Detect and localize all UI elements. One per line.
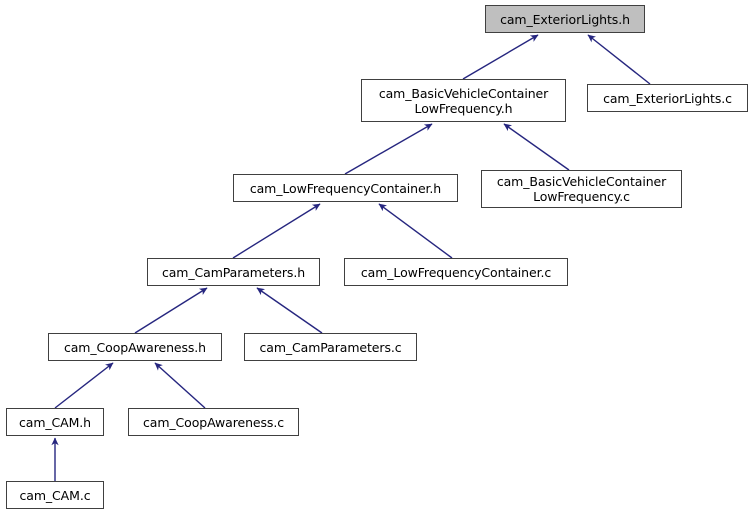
graph-node-label: cam_LowFrequencyContainer.c: [360, 264, 552, 280]
graph-edge-cam_h-to-coopawareness_h: [54, 362, 114, 409]
graph-node-label: cam_ExteriorLights.c: [603, 90, 732, 106]
graph-node-cam_c[interactable]: cam_CAM.c: [6, 481, 104, 509]
graph-node-coopawareness_h[interactable]: cam_CoopAwareness.h: [48, 333, 222, 361]
graph-edge-lfc_c-to-lfc_h: [378, 203, 453, 259]
graph-edge-coopawareness_h-to-camparams_h: [134, 287, 208, 334]
graph-edge-coopawareness_c-to-coopawareness_h: [154, 362, 206, 409]
graph-edge-camparams_h-to-lfc_h: [232, 203, 321, 259]
graph-node-label: cam_ExteriorLights.h: [500, 11, 630, 27]
graph-node-lfc_c[interactable]: cam_LowFrequencyContainer.c: [344, 258, 568, 286]
graph-node-exteriorlights_c[interactable]: cam_ExteriorLights.c: [587, 84, 748, 112]
graph-edge-camparams_c-to-camparams_h: [256, 287, 323, 334]
graph-node-label: cam_LowFrequencyContainer.h: [249, 180, 442, 196]
graph-node-label: cam_BasicVehicleContainer LowFrequency.c: [496, 174, 667, 204]
graph-node-lfc_h[interactable]: cam_LowFrequencyContainer.h: [233, 174, 458, 202]
graph-node-label: cam_CamParameters.c: [259, 339, 402, 355]
graph-node-camparams_h[interactable]: cam_CamParameters.h: [147, 258, 320, 286]
graph-node-label: cam_CamParameters.h: [161, 264, 306, 280]
graph-node-label: cam_CoopAwareness.c: [143, 414, 284, 430]
graph-node-cam_h[interactable]: cam_CAM.h: [6, 408, 104, 436]
graph-edge-bvclf_h-to-exteriorlights_h: [462, 34, 539, 80]
graph-node-coopawareness_c[interactable]: cam_CoopAwareness.c: [128, 408, 299, 436]
graph-node-label: cam_BasicVehicleContainer LowFrequency.h: [378, 85, 549, 116]
graph-edge-exteriorlights_c-to-exteriorlights_h: [587, 34, 651, 85]
graph-edge-bvclf_c-to-bvclf_h: [503, 123, 570, 171]
graph-node-bvclf_c[interactable]: cam_BasicVehicleContainer LowFrequency.c: [481, 170, 682, 208]
graph-node-label: cam_CoopAwareness.h: [63, 339, 207, 355]
graph-node-bvclf_h[interactable]: cam_BasicVehicleContainer LowFrequency.h: [361, 79, 566, 122]
graph-node-exteriorlights_h[interactable]: cam_ExteriorLights.h: [485, 5, 645, 33]
graph-edge-lfc_h-to-bvclf_h: [344, 123, 433, 175]
graph-node-camparams_c[interactable]: cam_CamParameters.c: [244, 333, 417, 361]
graph-node-label: cam_CAM.c: [19, 487, 91, 503]
graph-node-label: cam_CAM.h: [18, 414, 92, 430]
